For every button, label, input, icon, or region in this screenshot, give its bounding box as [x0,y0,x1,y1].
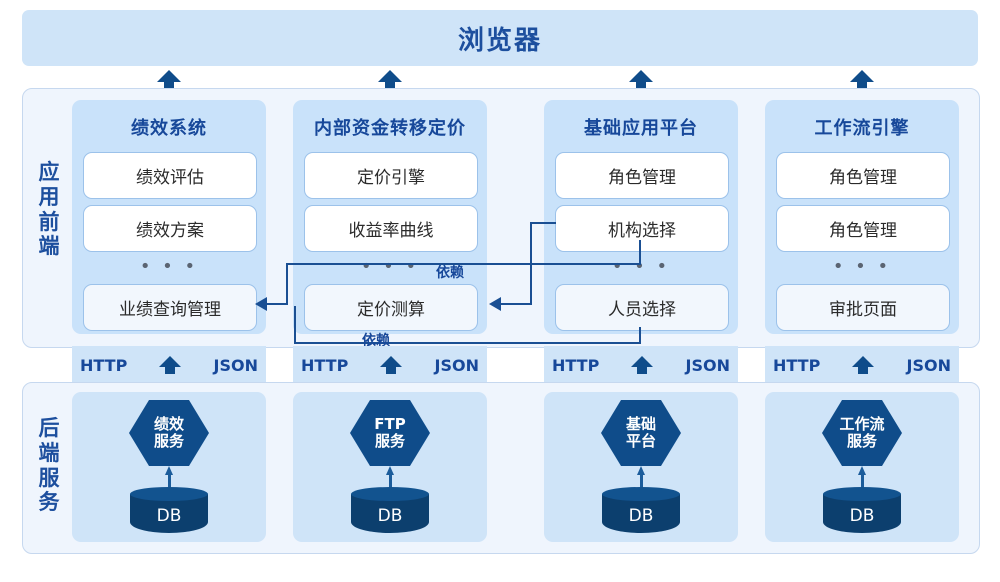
app-column-workflow[interactable]: 工作流引擎 角色管理 角色管理 • • • 审批页面 [765,100,959,334]
service-hexagon[interactable]: 基础 平台 [601,400,681,466]
app-column-title: 基础应用平台 [584,118,698,139]
dependency-line-c-riser [639,327,641,344]
module-box[interactable]: 绩效评估 [83,152,257,199]
protocol-label-http: HTTP [80,355,128,375]
dependency-line-b-horizontal-bottom [266,303,288,305]
protocol-label-http: HTTP [552,355,600,375]
service-name-line2: 平台 [625,432,656,450]
ellipsis-icon: • • • [360,256,420,277]
browser-banner: 浏览器 [22,10,978,66]
service-name-line2: 服务 [374,432,405,450]
app-column-title: 绩效系统 [131,118,207,139]
browser-label: 浏览器 [457,25,542,56]
db-arrow-up-icon [858,466,867,490]
module-box[interactable]: 绩效方案 [83,205,257,252]
module-box[interactable]: 角色管理 [776,152,950,199]
service-name-line1: 基础 [625,415,656,434]
arrow-up-to-browser-1 [157,70,181,90]
arrow-up-to-browser-2 [378,70,402,90]
db-label: DB [849,506,875,526]
service-column-ftp[interactable]: FTP 服务 DB [293,392,487,542]
app-column-platform[interactable]: 基础应用平台 角色管理 机构选择 • • • 人员选择 [544,100,738,334]
service-name-line1: 绩效 [153,415,184,434]
service-name-line2: 服务 [846,432,877,450]
service-name-line1: FTP [374,415,406,434]
service-column-performance[interactable]: 绩效 服务 DB [72,392,266,542]
module-box[interactable]: 定价引擎 [304,152,478,199]
module-box[interactable]: 业绩查询管理 [83,284,257,331]
module-box[interactable]: 定价测算 [304,284,478,331]
dependency-line-b-riser-right [639,240,641,265]
service-name-line1: 工作流 [839,415,885,434]
db-arrow-up-icon [386,466,395,490]
db-arrow-up-icon [637,466,646,490]
protocol-label-json: JSON [434,355,479,375]
arrow-up-to-browser-4 [850,70,874,90]
module-box[interactable]: 角色管理 [555,152,729,199]
module-box[interactable]: 机构选择 [555,205,729,252]
database-cylinder[interactable]: DB [823,487,901,533]
protocol-label-json: JSON [213,355,258,375]
ellipsis-icon: • • • [611,256,671,277]
protocol-band-4: HTTP JSON [765,346,959,384]
db-arrow-up-icon [165,466,174,490]
app-column-title: 内部资金转移定价 [314,118,466,139]
db-label: DB [377,506,403,526]
protocol-band-3: HTTP JSON [544,346,738,384]
protocol-label-http: HTTP [773,355,821,375]
database-cylinder[interactable]: DB [351,487,429,533]
db-label: DB [156,506,182,526]
protocol-label-http: HTTP [301,355,349,375]
arrow-up-icon [159,356,182,374]
service-hexagon[interactable]: 工作流 服务 [822,400,902,466]
dependency-label-a: 依赖 [436,265,464,281]
service-hexagon[interactable]: 绩效 服务 [129,400,209,466]
dependency-line-a-horizontal-top [530,222,556,224]
dependency-line-c-horizontal [294,342,641,344]
service-column-platform[interactable]: 基础 平台 DB [544,392,738,542]
dependency-line-c-vertical [294,306,296,344]
app-column-ftp[interactable]: 内部资金转移定价 定价引擎 收益率曲线 • • • 定价测算 [293,100,487,334]
app-column-title: 工作流引擎 [814,118,910,139]
ellipsis-icon: • • • [832,256,892,277]
arrow-up-icon [852,356,875,374]
module-box[interactable]: 审批页面 [776,284,950,331]
protocol-band-1: HTTP JSON [72,346,266,384]
arrow-up-to-browser-3 [629,70,653,90]
database-cylinder[interactable]: DB [602,487,680,533]
service-name-line2: 服务 [153,432,184,450]
module-box[interactable]: 人员选择 [555,284,729,331]
dependency-label-c: 依赖 [362,333,390,349]
arrow-up-icon [631,356,654,374]
dependency-line-b-horizontal-top [286,263,641,265]
dependency-line-b-vertical [286,263,288,305]
db-label: DB [628,506,654,526]
dependency-line-a-horizontal-bottom [500,303,532,305]
protocol-band-2: HTTP JSON [293,346,487,384]
dependency-arrow-a [489,297,501,311]
service-column-workflow[interactable]: 工作流 服务 DB [765,392,959,542]
dependency-arrow-b [255,297,267,311]
frontend-side-label: 应用前端 [38,160,60,259]
arrow-up-icon [380,356,403,374]
database-cylinder[interactable]: DB [130,487,208,533]
ellipsis-icon: • • • [139,256,199,277]
protocol-label-json: JSON [685,355,730,375]
backend-side-label: 后端服务 [38,416,60,515]
module-box[interactable]: 角色管理 [776,205,950,252]
module-box[interactable]: 收益率曲线 [304,205,478,252]
service-hexagon[interactable]: FTP 服务 [350,400,430,466]
protocol-label-json: JSON [906,355,951,375]
app-column-performance[interactable]: 绩效系统 绩效评估 绩效方案 • • • 业绩查询管理 [72,100,266,334]
